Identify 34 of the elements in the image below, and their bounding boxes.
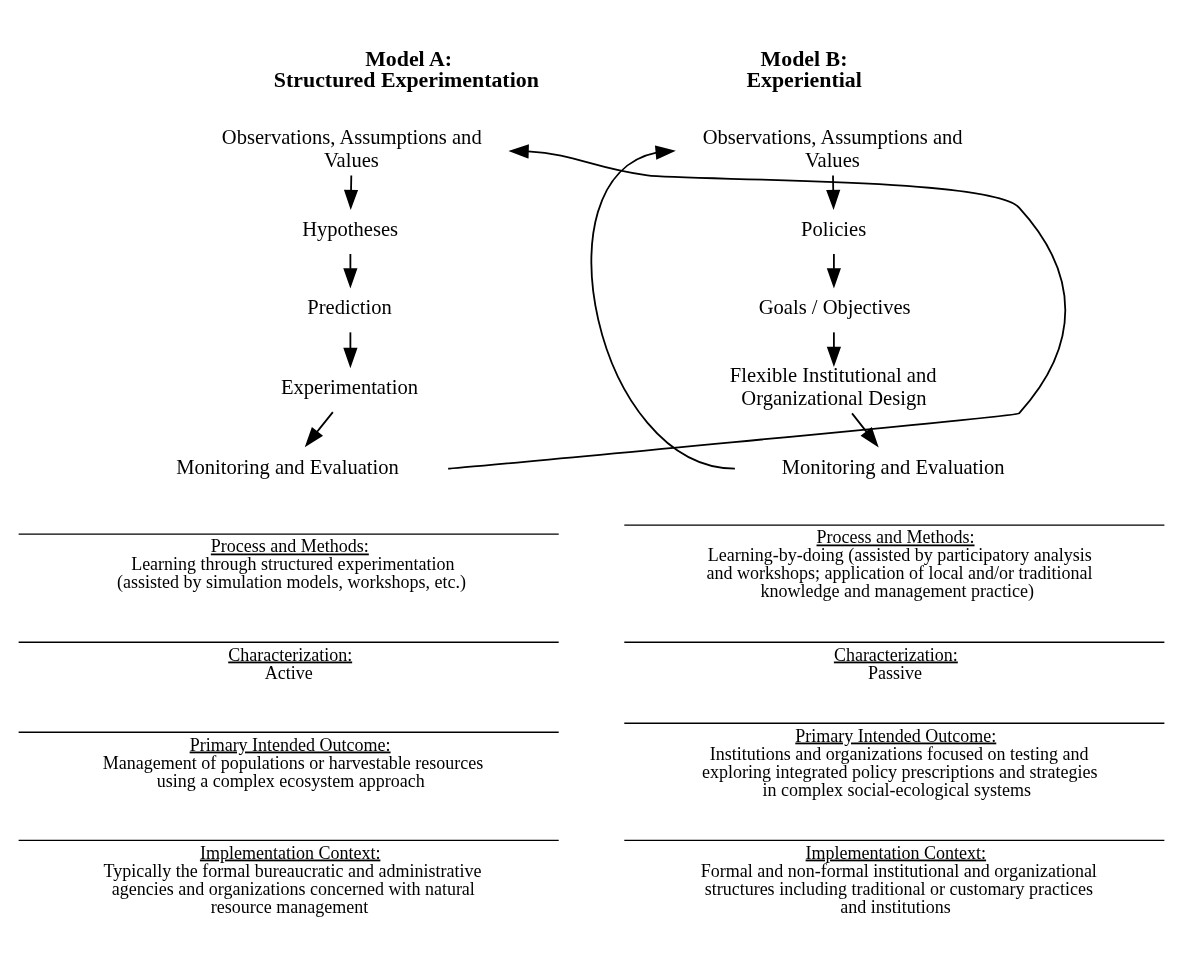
- label: Learning-by-doing (assisted by participatory analysis and workshops; application of local and/or traditional knowledge and management practice): [706, 544, 1093, 601]
- node-text: Experimentation: [280, 375, 418, 398]
- node-text: Goals / Objectives: [758, 295, 911, 318]
- arrow: [591, 145, 736, 470]
- node-text: Observations, Assumptions and Values: [702, 125, 963, 171]
- label: Primary Intended Outcome:: [795, 725, 997, 746]
- node-text: Monitoring and Evaluation: [176, 455, 399, 478]
- label: Learning through structured experimentation (assisted by simulation models, workshops, etc.): [116, 553, 466, 592]
- node-text: Policies: [801, 217, 867, 240]
- arrow: [343, 330, 358, 368]
- node-text: Hypotheses: [302, 217, 399, 240]
- arrow: [304, 410, 334, 447]
- node-text: Prediction: [307, 295, 392, 318]
- arrow: [826, 330, 841, 367]
- arrow: [343, 174, 359, 210]
- arrow: [343, 252, 358, 288]
- node-text: Observations, Assumptions and Values: [221, 125, 482, 171]
- label: Implementation Context:: [805, 842, 987, 863]
- node-text: Monitoring and Evaluation: [781, 455, 1005, 478]
- label: Process and Methods:: [816, 526, 975, 547]
- label: Passive: [867, 662, 922, 682]
- arrow: [447, 143, 1067, 470]
- arrow: [826, 174, 841, 210]
- arrow: [851, 411, 879, 447]
- label: Characterization:: [228, 644, 353, 664]
- label: Implementation Context:: [199, 842, 381, 863]
- label: Active: [264, 662, 313, 682]
- arrow: [826, 252, 841, 288]
- node-text: Flexible Institutional and Organizational Design: [729, 363, 937, 409]
- label: Model A: Structured Experimentation: [273, 46, 539, 92]
- label: Model B: Experiential: [746, 46, 862, 92]
- label: Process and Methods:: [210, 535, 369, 556]
- label: Primary Intended Outcome:: [189, 734, 391, 755]
- label: Characterization:: [833, 644, 958, 664]
